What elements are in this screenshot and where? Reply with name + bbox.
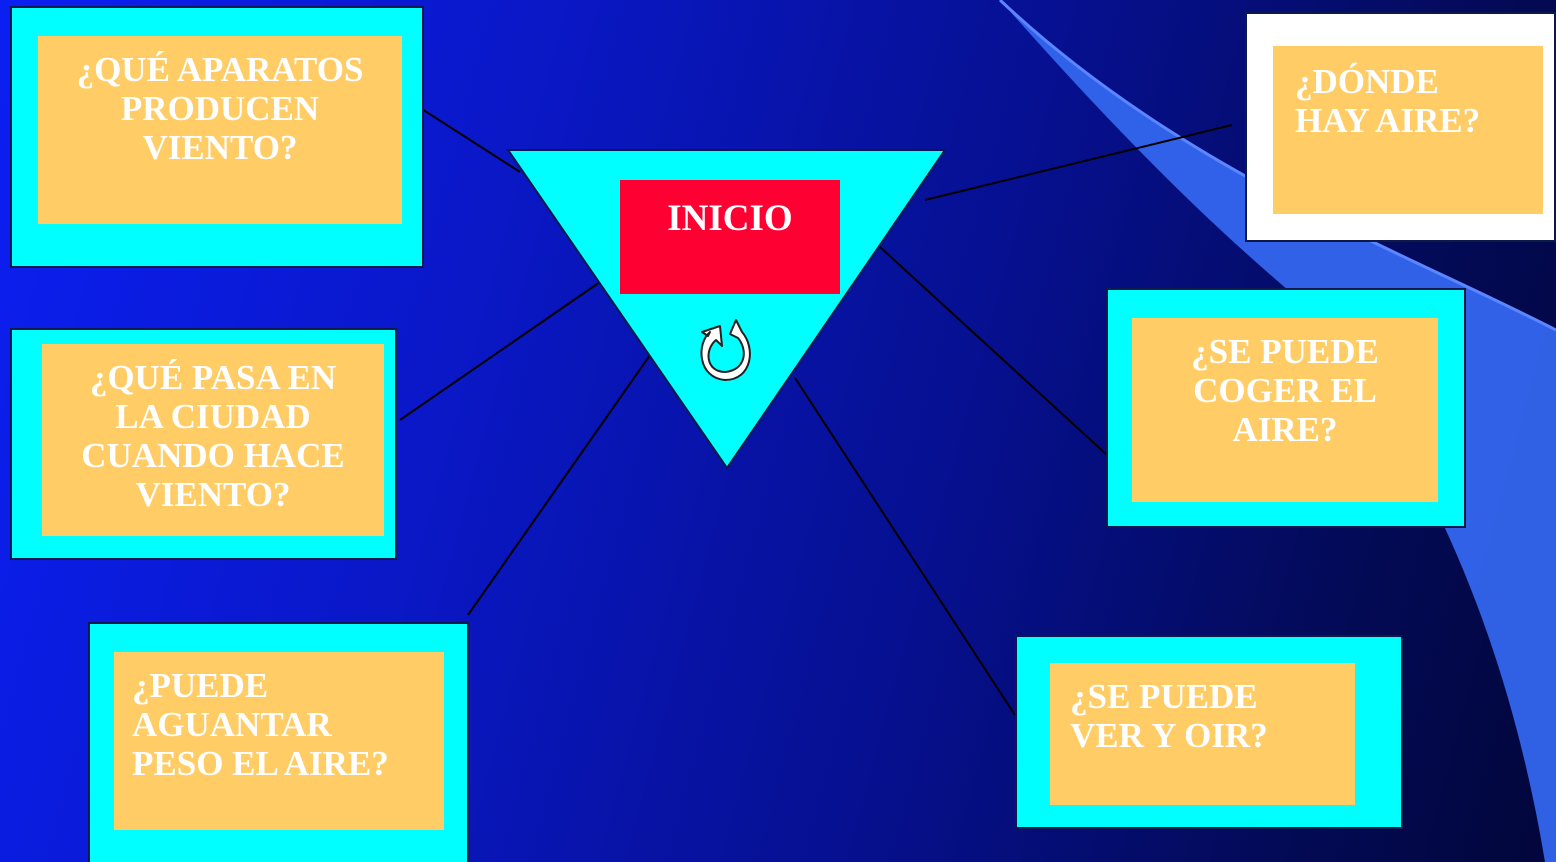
question-label-ver: ¿SE PUEDE VER Y OIR? (1050, 663, 1355, 805)
question-label-coger: ¿SE PUEDE COGER EL AIRE? (1132, 318, 1438, 502)
start-button[interactable]: INICIO (620, 180, 840, 294)
question-card-donde[interactable]: ¿DÓNDE HAY AIRE? (1245, 12, 1556, 242)
question-card-aparatos[interactable]: ¿QUÉ APARATOS PRODUCEN VIENTO? (10, 6, 424, 268)
question-label-donde: ¿DÓNDE HAY AIRE? (1273, 46, 1543, 214)
question-card-peso[interactable]: ¿PUEDE AGUANTAR PESO EL AIRE? (88, 622, 469, 862)
question-label-peso: ¿PUEDE AGUANTAR PESO EL AIRE? (114, 652, 444, 830)
start-label: INICIO (667, 197, 793, 239)
circular-arrow-icon[interactable] (690, 310, 760, 390)
question-label-aparatos: ¿QUÉ APARATOS PRODUCEN VIENTO? (38, 36, 402, 224)
question-card-ciudad[interactable]: ¿QUÉ PASA EN LA CIUDAD CUANDO HACE VIENT… (10, 328, 397, 560)
question-card-ver[interactable]: ¿SE PUEDE VER Y OIR? (1015, 635, 1403, 829)
question-card-coger[interactable]: ¿SE PUEDE COGER EL AIRE? (1106, 288, 1466, 528)
question-label-ciudad: ¿QUÉ PASA EN LA CIUDAD CUANDO HACE VIENT… (42, 344, 384, 536)
